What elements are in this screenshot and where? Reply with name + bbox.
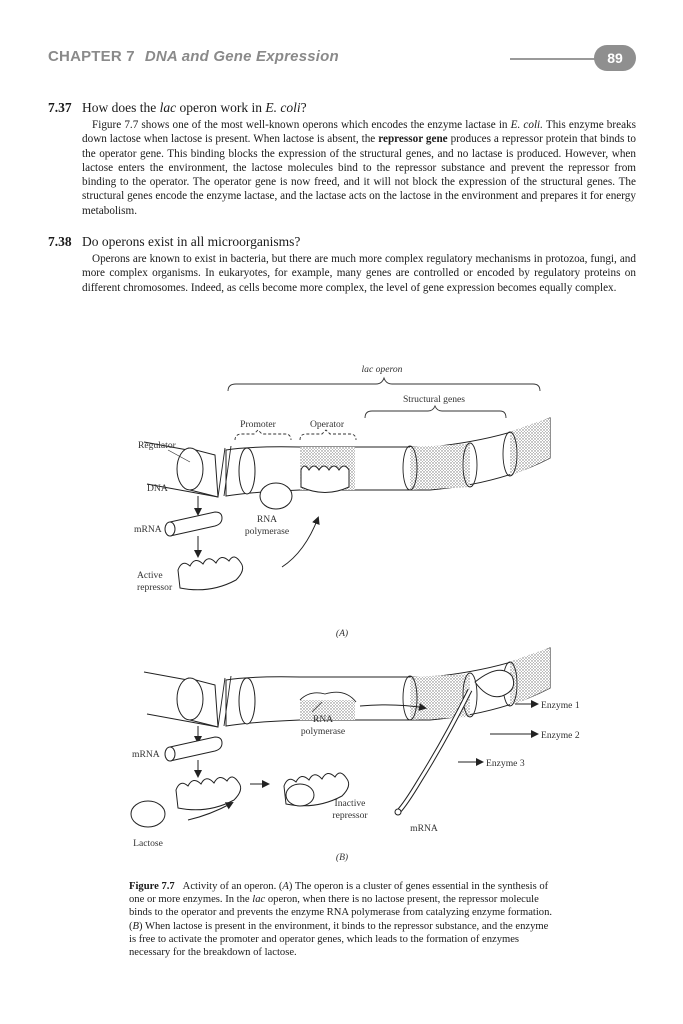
- operator-label: Operator: [310, 419, 345, 430]
- rna-polymerase: [259, 482, 293, 510]
- blocked-arrow: [281, 516, 320, 568]
- mrna-a-label: mRNA: [134, 524, 162, 535]
- bound-repressor: [300, 465, 350, 493]
- panel-a: lac operon Structural genes Promoter Ope…: [134, 364, 551, 639]
- operon-figure: lac operon Structural genes Promoter Ope…: [130, 364, 580, 863]
- promoter-brace: [234, 429, 292, 441]
- structural-gene-1: [410, 444, 470, 490]
- panel-b-label: (B): [336, 852, 348, 863]
- caption-label: Figure 7.7: [129, 881, 175, 892]
- answer-7-37: Figure 7.7 shows one of the most well-kn…: [82, 119, 637, 217]
- figure-caption: Figure 7.7 Activity of an operon. (A) Th…: [129, 881, 553, 959]
- operator-brace: [299, 429, 357, 441]
- bound-lactose: [285, 783, 315, 807]
- regulator-label: Regulator: [138, 440, 177, 451]
- promoter-cap: [238, 447, 256, 495]
- chapter-title: DNA and Gene Expression: [144, 48, 339, 65]
- enzyme-3-label: Enzyme 3: [486, 758, 525, 769]
- mrna-a: [169, 511, 223, 537]
- question-number: 7.37: [48, 100, 72, 115]
- structural-gene-2: [510, 418, 550, 476]
- lactose-label: Lactose: [133, 838, 163, 849]
- svg-text:Inactive: Inactive: [335, 798, 366, 809]
- promoter-label: Promoter: [240, 419, 277, 430]
- lactose-molecule: [130, 800, 166, 828]
- dna-label: DNA: [147, 483, 168, 494]
- svg-text:repressor: repressor: [332, 810, 368, 821]
- running-header: CHAPTER 7 DNA and Gene Expression: [48, 48, 339, 65]
- repressor-b: [175, 776, 242, 811]
- svg-text:polymerase: polymerase: [301, 726, 345, 737]
- svg-text:RNA: RNA: [257, 514, 277, 525]
- active-repressor: [177, 556, 244, 591]
- enzyme-1-label: Enzyme 1: [541, 700, 580, 711]
- structural-genes-label: Structural genes: [403, 394, 465, 405]
- chapter-label: CHAPTER 7: [48, 48, 135, 65]
- break-mark: [217, 445, 232, 498]
- lac-operon-brace: [227, 376, 541, 392]
- svg-text:RNA: RNA: [313, 714, 333, 725]
- header-rule: [510, 58, 602, 60]
- transcription-arrow: [359, 703, 427, 711]
- answer-7-38: Operons are known to exist in bacteria, …: [82, 253, 636, 294]
- lac-operon-label: lac operon: [362, 364, 403, 375]
- svg-text:repressor: repressor: [137, 582, 173, 593]
- structural-genes-brace: [364, 404, 507, 419]
- question-number: 7.38: [48, 234, 72, 249]
- svg-text:Active: Active: [137, 570, 163, 581]
- panel-a-label: (A): [336, 628, 348, 639]
- enzyme-2-label: Enzyme 2: [541, 730, 580, 741]
- mrna-right-label: mRNA: [410, 823, 438, 834]
- svg-text:polymerase: polymerase: [245, 526, 289, 537]
- page-number-badge: 89: [594, 45, 636, 71]
- mrna-b-head: [474, 669, 515, 698]
- mrna-b-label: mRNA: [132, 749, 160, 760]
- panel-b: RNA polymerase mRNA Enzyme 1 Enzyme 2 En…: [130, 647, 580, 863]
